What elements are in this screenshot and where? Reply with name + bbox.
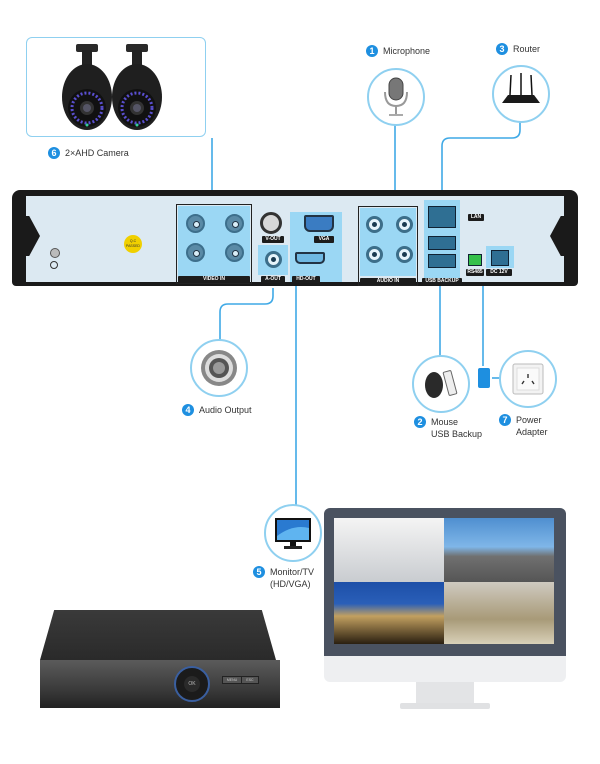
audio-in-port-2[interactable] — [396, 246, 413, 263]
v-out-port[interactable] — [260, 212, 282, 234]
audio-in-port-1[interactable] — [396, 216, 413, 233]
video-in-port-3[interactable] — [186, 214, 205, 233]
ok-button[interactable]: OK — [184, 676, 200, 692]
audio-in-port-4[interactable] — [366, 246, 383, 263]
camera-feed-office — [334, 518, 444, 582]
hd-out-label: HD-OUT — [292, 276, 320, 283]
camera-feed-house — [334, 582, 444, 644]
video-in-port-2[interactable] — [225, 243, 244, 262]
a-out-label: A-OUT — [261, 276, 285, 283]
dvr-top — [40, 610, 276, 660]
badge-5: 5 — [253, 566, 265, 578]
rs485-label: RS485 — [466, 269, 484, 276]
audio-output-circle — [190, 339, 248, 397]
dvr-back-panel: Q.C PASSED VIDEO IN V-OUT A-OUT VGA HD-O… — [12, 190, 578, 288]
monitor-base — [400, 703, 490, 709]
dvr-face — [40, 660, 280, 708]
badge-7: 7 — [499, 414, 511, 426]
microphone-circle — [367, 68, 425, 126]
bullet-camera-icon — [62, 44, 162, 130]
lan-port[interactable] — [428, 206, 456, 228]
vga-port[interactable] — [304, 215, 334, 232]
rs485-port[interactable] — [468, 254, 482, 266]
usb-port-2[interactable] — [428, 254, 456, 268]
mouse-usb-circle — [412, 355, 470, 413]
badge-3: 3 — [496, 43, 508, 55]
badge-4: 4 — [182, 404, 194, 416]
esc-button[interactable]: ESC — [241, 676, 259, 684]
badge-6: 6 — [48, 147, 60, 159]
audio-in-label: AUDIO IN — [360, 278, 416, 285]
dc-label: DC 12V — [486, 269, 512, 276]
camera-feed-street — [444, 518, 554, 582]
dc-12v-port[interactable] — [491, 250, 509, 266]
monitor-circle — [264, 504, 322, 562]
power-circle — [499, 350, 557, 408]
hdmi-port[interactable] — [295, 252, 325, 264]
vga-label: VGA — [314, 236, 334, 243]
qc-sticker: Q.C PASSED — [124, 235, 142, 253]
audio-in-port-3[interactable] — [366, 216, 383, 233]
audio-jack-icon — [201, 350, 237, 386]
video-in-port-4[interactable] — [186, 243, 205, 262]
monitor-stand — [416, 682, 474, 704]
v-out-label: V-OUT — [262, 236, 284, 243]
monitor-icon — [275, 518, 311, 549]
video-in-label: VIDEO IN — [178, 276, 250, 283]
router-circle — [492, 65, 550, 123]
line-router — [441, 120, 521, 208]
line-audio-out — [219, 288, 274, 340]
router-icon — [502, 73, 540, 103]
badge-1: 1 — [366, 45, 378, 57]
menu-button[interactable]: MENU — [222, 676, 242, 684]
lan-label: LAN — [468, 214, 484, 221]
usb-label: USB BACKUP — [422, 278, 462, 285]
badge-2: 2 — [414, 416, 426, 428]
microphone-icon — [384, 77, 408, 116]
usb-port-1[interactable] — [428, 236, 456, 250]
a-out-port[interactable] — [265, 251, 282, 268]
monitor-chin — [324, 656, 566, 682]
ground-symbol — [50, 261, 58, 269]
power-outlet-icon — [512, 363, 544, 395]
ground-screw — [50, 248, 60, 258]
camera-feed-mall — [444, 582, 554, 644]
power-plug-icon — [478, 368, 490, 388]
video-in-port-1[interactable] — [225, 214, 244, 233]
dvr-front: OK MENU ESC — [20, 610, 290, 720]
mouse-usb-icon — [425, 370, 458, 398]
